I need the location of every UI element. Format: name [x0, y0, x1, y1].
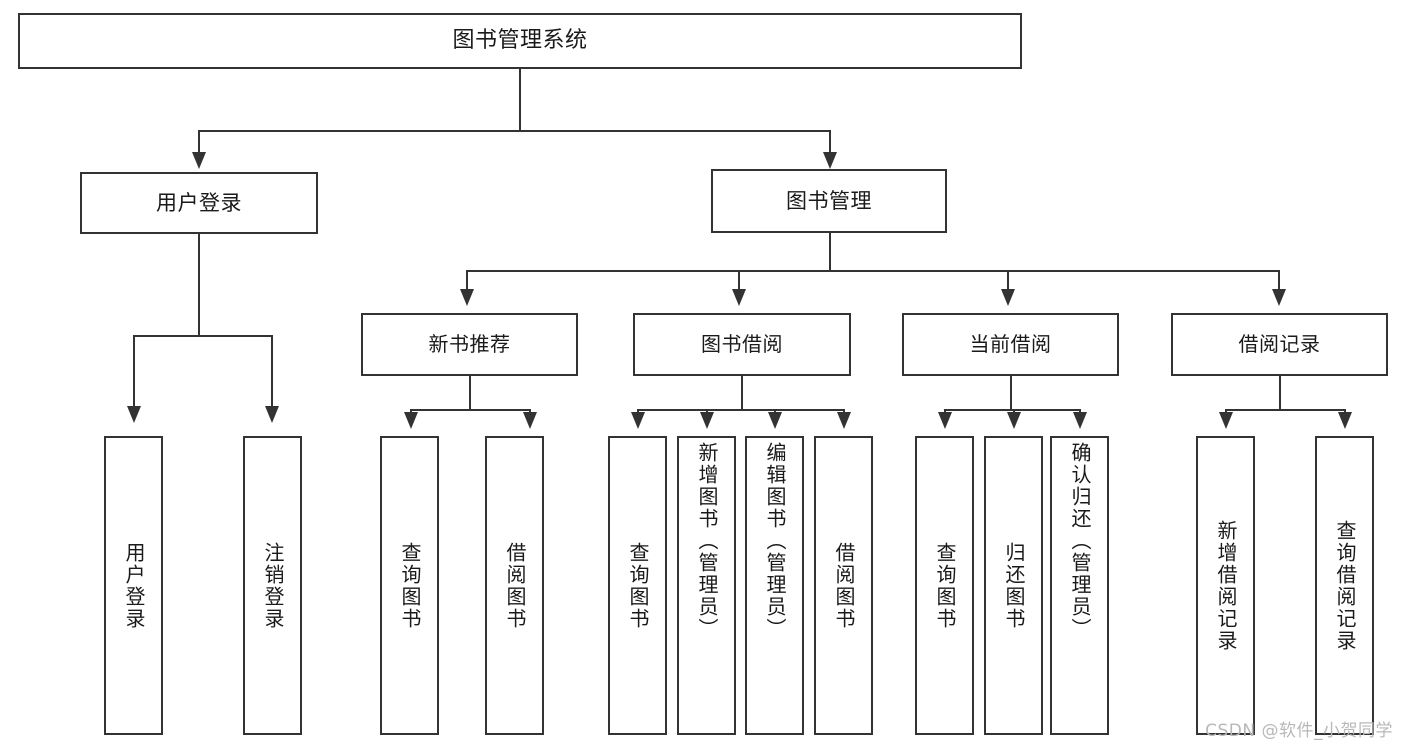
connector-book-manage-bar: [466, 270, 1280, 272]
node-leaf-query-book-1-label: 查询图书: [398, 541, 422, 630]
arrowhead-leaf-return-book: [1007, 412, 1021, 429]
arrowhead-borrow-record: [1272, 289, 1286, 306]
node-leaf-query-book-3-label: 查询图书: [933, 541, 957, 630]
node-leaf-borrow-book-2[interactable]: 借阅图书: [814, 436, 873, 735]
connector-new-book-rec-stem: [469, 376, 471, 410]
node-leaf-borrow-book-1-label: 借阅图书: [503, 541, 527, 630]
node-leaf-user-login[interactable]: 用户登录: [104, 436, 163, 735]
connector-user-login-leaf2: [271, 335, 273, 411]
connector-root-stem: [519, 69, 521, 131]
node-leaf-add-book-label: 新增图书（管理员）: [695, 442, 719, 640]
connector-user-login-stem: [198, 234, 200, 336]
node-leaf-query-record[interactable]: 查询借阅记录: [1315, 436, 1374, 735]
arrowhead-leaf-confirm-return: [1073, 412, 1087, 429]
arrowhead-leaf-borrow-book-2: [837, 412, 851, 429]
node-leaf-add-record-label: 新增借阅记录: [1214, 519, 1238, 652]
connector-user-login-bar: [133, 335, 273, 337]
arrowhead-user-login: [192, 152, 206, 169]
node-leaf-query-record-label: 查询借阅记录: [1333, 519, 1357, 652]
connector-root-to-book-manage: [829, 130, 831, 157]
node-leaf-query-book-1[interactable]: 查询图书: [380, 436, 439, 735]
node-leaf-edit-book-label: 编辑图书（管理员）: [763, 442, 787, 640]
node-book-borrow[interactable]: 图书借阅: [633, 313, 851, 376]
node-user-login-label: 用户登录: [156, 190, 242, 215]
connector-to-current-borrow: [1007, 270, 1009, 294]
connector-borrow-record-bar: [1225, 409, 1345, 411]
node-leaf-user-login-label: 用户登录: [122, 541, 146, 630]
arrowhead-leaf-query-book-1: [404, 412, 418, 429]
connector-to-new-book-rec: [466, 270, 468, 294]
node-leaf-add-book[interactable]: 新增图书（管理员）: [677, 436, 736, 735]
connector-current-borrow-stem: [1010, 376, 1012, 410]
node-user-login[interactable]: 用户登录: [80, 172, 318, 234]
node-leaf-return-book[interactable]: 归还图书: [984, 436, 1043, 735]
node-borrow-record-label: 借阅记录: [1238, 332, 1321, 356]
arrowhead-new-book-rec: [460, 289, 474, 306]
node-leaf-add-record[interactable]: 新增借阅记录: [1196, 436, 1255, 735]
connector-book-borrow-bar: [637, 409, 844, 411]
node-leaf-confirm-return[interactable]: 确认归还（管理员）: [1050, 436, 1109, 735]
node-leaf-query-book-2[interactable]: 查询图书: [608, 436, 667, 735]
connector-borrow-record-stem: [1279, 376, 1281, 410]
arrowhead-leaf-logout-login: [265, 406, 279, 423]
node-book-manage-label: 图书管理: [786, 188, 872, 213]
node-leaf-borrow-book-2-label: 借阅图书: [832, 541, 856, 630]
connector-new-book-rec-bar: [410, 409, 530, 411]
arrowhead-leaf-user-login: [127, 406, 141, 423]
connector-root-to-user-login: [198, 130, 200, 157]
arrowhead-current-borrow: [1001, 289, 1015, 306]
node-leaf-logout-login[interactable]: 注销登录: [243, 436, 302, 735]
arrowhead-leaf-query-book-3: [938, 412, 952, 429]
node-book-manage[interactable]: 图书管理: [711, 169, 947, 233]
arrowhead-leaf-query-book-2: [631, 412, 645, 429]
node-root[interactable]: 图书管理系统: [18, 13, 1022, 69]
node-leaf-borrow-book-1[interactable]: 借阅图书: [485, 436, 544, 735]
arrowhead-book-manage: [823, 152, 837, 169]
node-leaf-query-book-3[interactable]: 查询图书: [915, 436, 974, 735]
node-leaf-edit-book[interactable]: 编辑图书（管理员）: [745, 436, 804, 735]
connector-book-borrow-stem: [741, 376, 743, 410]
connector-root-bar: [198, 130, 831, 132]
arrowhead-book-borrow: [732, 289, 746, 306]
arrowhead-leaf-add-record: [1219, 412, 1233, 429]
node-leaf-query-book-2-label: 查询图书: [626, 541, 650, 630]
arrowhead-leaf-query-record: [1338, 412, 1352, 429]
node-borrow-record[interactable]: 借阅记录: [1171, 313, 1388, 376]
arrowhead-leaf-add-book: [700, 412, 714, 429]
node-book-borrow-label: 图书借阅: [701, 332, 783, 356]
connector-to-book-borrow: [738, 270, 740, 294]
node-current-borrow[interactable]: 当前借阅: [902, 313, 1119, 376]
connector-current-borrow-bar: [944, 409, 1080, 411]
node-leaf-return-book-label: 归还图书: [1002, 541, 1026, 630]
connector-user-login-leaf1: [133, 335, 135, 411]
node-leaf-logout-login-label: 注销登录: [261, 541, 285, 630]
node-root-label: 图书管理系统: [452, 28, 588, 54]
node-leaf-confirm-return-label: 确认归还（管理员）: [1068, 442, 1092, 640]
connector-to-borrow-record: [1278, 270, 1280, 294]
node-new-book-rec[interactable]: 新书推荐: [361, 313, 578, 376]
node-current-borrow-label: 当前借阅: [969, 332, 1052, 356]
node-new-book-rec-label: 新书推荐: [428, 332, 511, 356]
arrowhead-leaf-edit-book: [768, 412, 782, 429]
arrowhead-leaf-borrow-book-1: [523, 412, 537, 429]
connector-book-manage-stem: [829, 233, 831, 272]
